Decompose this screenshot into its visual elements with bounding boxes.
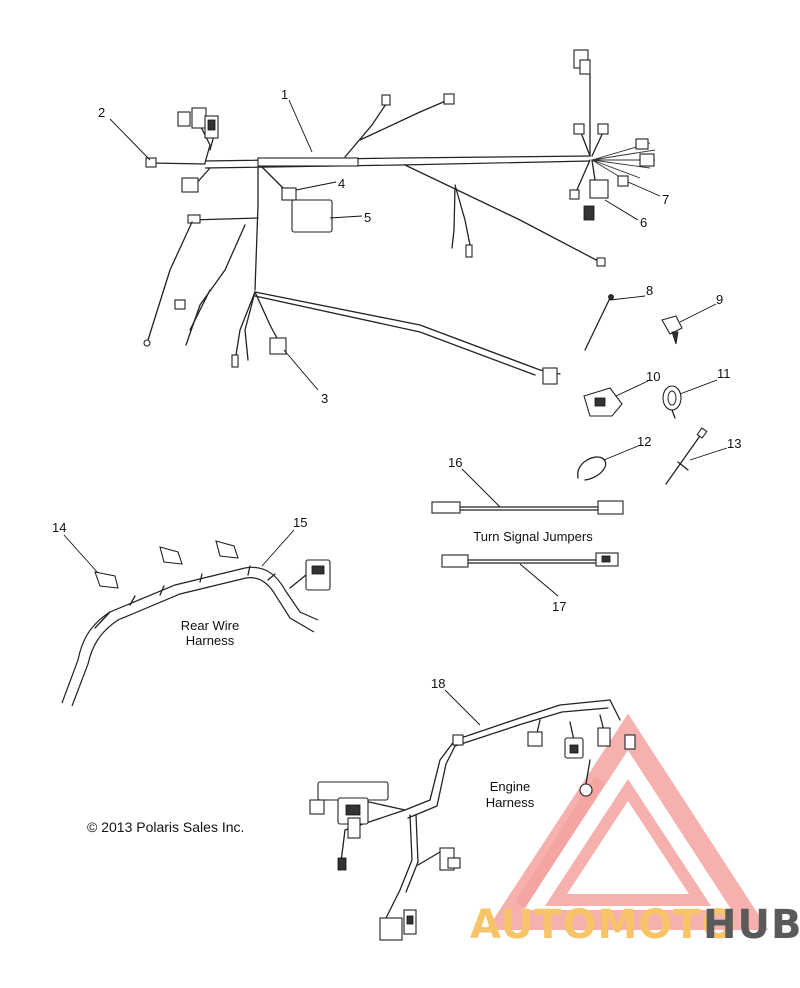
watermark-logo: [486, 713, 769, 930]
watermark-text-part1: AUTOMOTO: [470, 902, 737, 948]
rear-wire-harness-caption-line1: Rear Wire: [181, 618, 240, 633]
turn-signal-jumper-17: [441, 552, 619, 568]
leader-lines: [63, 99, 728, 726]
callout-15: 15: [293, 515, 307, 530]
turn-signal-jumper-16: [431, 500, 624, 515]
part-10-connector: [583, 387, 623, 417]
part-12-cable-tie: [577, 456, 607, 481]
callout-16: 16: [448, 455, 462, 470]
engine-harness-caption-line1: Engine: [490, 779, 530, 794]
callout-8: 8: [646, 283, 653, 298]
engine-harness-caption-line2: Harness: [486, 795, 535, 810]
callout-6: 6: [640, 215, 647, 230]
callout-17: 17: [552, 599, 566, 614]
part-13-push-tie: [665, 427, 708, 485]
callout-7: 7: [662, 192, 669, 207]
callout-11: 11: [717, 366, 731, 381]
watermark-text-part2: HUB: [703, 902, 800, 948]
part-11-loop-clip: [662, 385, 682, 419]
callout-18: 18: [431, 676, 445, 691]
copyright-text: © 2013 Polaris Sales Inc.: [87, 819, 244, 835]
captions: Turn Signal Jumpers Rear Wire Harness En…: [87, 529, 593, 835]
callout-10: 10: [646, 369, 660, 384]
watermark-text: AUTOMOTO HUB: [470, 902, 800, 948]
turn-signal-jumpers-caption: Turn Signal Jumpers: [473, 529, 593, 544]
engine-harness: [309, 699, 636, 941]
callout-4: 4: [338, 176, 345, 191]
callout-1: 1: [281, 87, 288, 102]
part-9-clip: [661, 315, 683, 345]
callout-5: 5: [364, 210, 371, 225]
callout-3: 3: [321, 391, 328, 406]
callout-9: 9: [716, 292, 723, 307]
callout-13: 13: [727, 436, 741, 451]
callout-numbers: 1 2 3 4 5 6 7 8 9 10 11 12 13 14 15 16 1…: [52, 87, 741, 691]
callout-12: 12: [637, 434, 651, 449]
main-wire-harness: [143, 49, 656, 385]
part-8-probe: [584, 294, 614, 351]
rear-wire-harness-caption-line2: Harness: [186, 633, 235, 648]
callout-14: 14: [52, 520, 66, 535]
callout-2: 2: [98, 105, 105, 120]
rear-wire-harness: [61, 540, 331, 707]
